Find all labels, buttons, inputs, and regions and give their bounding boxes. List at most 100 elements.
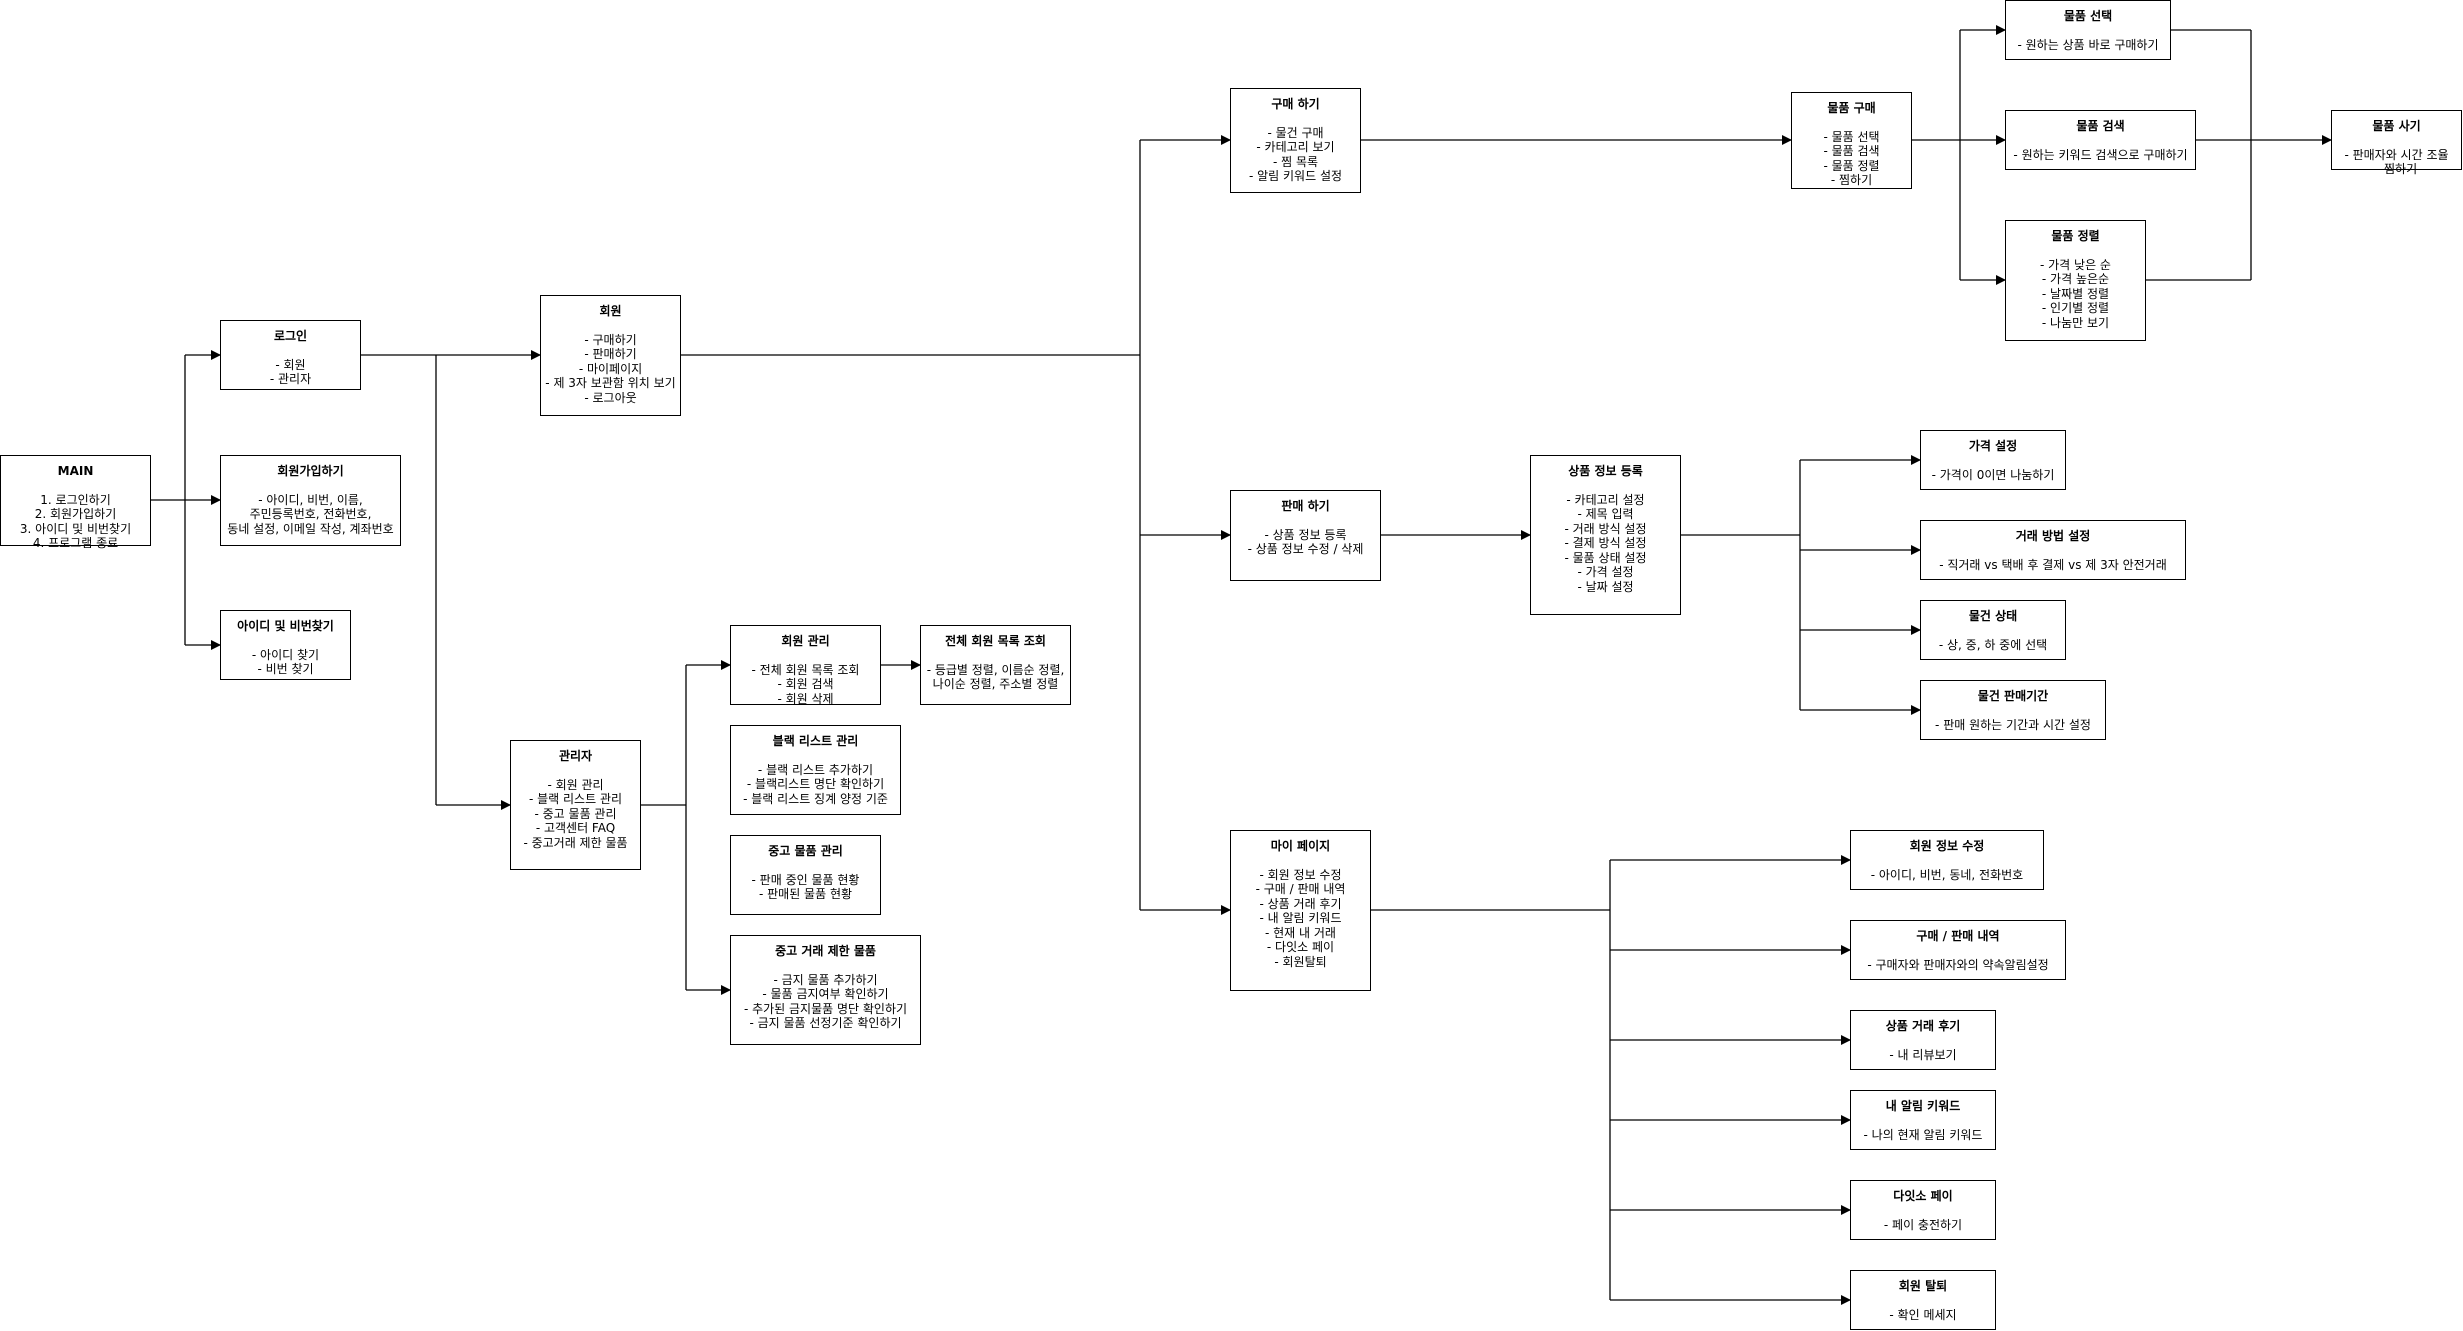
node-title: 관리자 bbox=[558, 749, 593, 763]
node-title: 중고 물품 관리 bbox=[768, 844, 843, 858]
node-line: - 제 3자 보관함 위치 보기 bbox=[545, 376, 676, 390]
node-title: 회원 bbox=[599, 304, 622, 318]
node-title: 구매 하기 bbox=[1271, 97, 1320, 111]
node-line: - 블랙리스트 명단 확인하기 bbox=[746, 777, 885, 791]
node-body: - 구매하기- 판매하기- 마이페이지- 제 3자 보관함 위치 보기- 로그아… bbox=[545, 333, 676, 406]
node-line: - 고객센터 FAQ bbox=[535, 821, 616, 835]
node-line: - 구매자와 판매자와의 약속알림설정 bbox=[1867, 957, 2049, 972]
node-body: - 회원 관리- 블랙 리스트 관리- 중고 물품 관리- 고객센터 FAQ- … bbox=[515, 778, 636, 851]
node-buy: 구매 하기 - 물건 구매- 카테고리 보기- 찜 목록- 알림 키워드 설정 bbox=[1230, 88, 1361, 193]
node-line: - 현재 내 거래 bbox=[1265, 925, 1336, 940]
node-body: - 판매자와 시간 조율- 찜하기 bbox=[2336, 148, 2457, 177]
node-line: 나이순 정렬, 주소별 정렬 bbox=[932, 677, 1059, 691]
node-title: 회원가입하기 bbox=[277, 464, 344, 478]
node-title: 판매 하기 bbox=[1281, 499, 1330, 513]
node-restricted-items: 중고 거래 제한 물품 - 금지 물품 추가하기- 물품 금지여부 확인하기- … bbox=[730, 935, 921, 1045]
node-line: - 비번 찾기 bbox=[257, 662, 314, 676]
node-line: - 회원탈퇴 bbox=[1274, 954, 1327, 969]
node-line: - 거래 방식 설정 bbox=[1564, 521, 1647, 536]
node-line: 1. 로그인하기 bbox=[40, 492, 111, 507]
node-line: - 마이페이지 bbox=[578, 361, 643, 376]
node-line: - 구매하기 bbox=[584, 332, 637, 347]
node-alert-keyword: 내 알림 키워드 - 나의 현재 알림 키워드 bbox=[1850, 1090, 1996, 1150]
node-title: 마이 페이지 bbox=[1270, 839, 1331, 853]
node-title: 구매 / 판매 내역 bbox=[1916, 929, 2000, 943]
node-purchase: 물품 구매 - 물품 선택- 물품 검색- 물품 정렬- 찜하기 bbox=[1791, 92, 1912, 189]
node-body: - 직거래 vs 택배 후 결제 vs 제 3자 안전거래 bbox=[1925, 558, 2181, 573]
node-line: - 블랙 리스트 추가하기 bbox=[757, 762, 874, 777]
node-signup: 회원가입하기 - 아이디, 비번, 이름,주민등록번호, 전화번호,동네 설정,… bbox=[220, 455, 401, 546]
node-line: - 금지 물품 추가하기 bbox=[773, 972, 878, 987]
node-line: - 구매 / 판매 내역 bbox=[1255, 882, 1346, 896]
node-body: - 물품 선택- 물품 검색- 물품 정렬- 찜하기 bbox=[1796, 130, 1907, 188]
node-body: - 회원 정보 수정- 구매 / 판매 내역- 상품 거래 후기- 내 알림 키… bbox=[1235, 868, 1366, 970]
node-title: MAIN bbox=[57, 464, 94, 478]
node-sale-period: 물건 판매기간 - 판매 원하는 기간과 시간 설정 bbox=[1920, 680, 2106, 740]
node-trade-review: 상품 거래 후기 - 내 리뷰보기 bbox=[1850, 1010, 1996, 1070]
node-price-setting: 가격 설정 - 가격이 0이면 나눔하기 bbox=[1920, 430, 2066, 490]
node-line: - 직거래 vs 택배 후 결제 vs 제 3자 안전거래 bbox=[1939, 557, 2167, 572]
node-body: - 전체 회원 목록 조회- 회원 검색- 회원 삭제 bbox=[735, 663, 876, 707]
node-title: 가격 설정 bbox=[1968, 439, 2018, 453]
node-line: - 페이 충전하기 bbox=[1883, 1217, 1963, 1232]
node-line: - 판매자와 시간 조율 bbox=[2344, 147, 2449, 162]
node-line: - 알림 키워드 설정 bbox=[1248, 169, 1343, 183]
node-body: - 카테고리 설정- 제목 입력- 거래 방식 설정- 결제 방식 설정- 물품… bbox=[1535, 493, 1676, 595]
node-line: - 물품 선택 bbox=[1823, 129, 1880, 144]
node-item-search: 물품 검색 - 원하는 키워드 검색으로 구매하기 bbox=[2005, 110, 2196, 170]
node-line: - 카테고리 설정 bbox=[1566, 492, 1645, 507]
node-line: 3. 아이디 및 비번찾기 bbox=[19, 521, 132, 536]
node-body: - 아이디, 비번, 이름,주민등록번호, 전화번호,동네 설정, 이메일 작성… bbox=[225, 493, 396, 537]
node-line: - 아이디, 비번, 이름, bbox=[258, 492, 363, 507]
node-line: - 아이디, 비번, 동네, 전화번호 bbox=[1870, 867, 2024, 882]
node-line: - 아이디 찾기 bbox=[251, 647, 320, 662]
node-product-registration: 상품 정보 등록 - 카테고리 설정- 제목 입력- 거래 방식 설정- 결제 … bbox=[1530, 455, 1681, 615]
node-line: - 가격 낮은 순 bbox=[2040, 257, 2111, 272]
node-body: - 상, 중, 하 중에 선택 bbox=[1925, 638, 2061, 653]
node-body: - 회원- 관리자 bbox=[225, 358, 356, 387]
node-line: - 상품 정보 수정 / 삭제 bbox=[1247, 542, 1364, 556]
node-body: - 상품 정보 등록- 상품 정보 수정 / 삭제 bbox=[1235, 528, 1376, 557]
node-used-goods-management: 중고 물품 관리 - 판매 중인 물품 현황- 판매된 물품 현황 bbox=[730, 835, 881, 915]
node-title: 회원 관리 bbox=[781, 634, 830, 648]
node-body: - 원하는 상품 바로 구매하기 bbox=[2010, 38, 2166, 53]
node-title: 거래 방법 설정 bbox=[2015, 529, 2091, 543]
node-title: 전체 회원 목록 조회 bbox=[945, 634, 1046, 648]
node-line: - 물건 구매 bbox=[1267, 125, 1324, 140]
node-line: - 회원 검색 bbox=[777, 677, 834, 691]
node-withdraw: 회원 탈퇴 - 확인 메세지 bbox=[1850, 1270, 1996, 1330]
node-body: - 내 리뷰보기 bbox=[1855, 1048, 1991, 1063]
node-member-management: 회원 관리 - 전체 회원 목록 조회- 회원 검색- 회원 삭제 bbox=[730, 625, 881, 707]
node-line: - 블랙 리스트 관리 bbox=[528, 792, 623, 806]
node-line: - 판매하기 bbox=[584, 347, 637, 361]
node-title: 물건 상태 bbox=[1968, 609, 2018, 623]
node-line: - 회원 bbox=[275, 357, 306, 372]
node-login: 로그인 - 회원- 관리자 bbox=[220, 320, 361, 390]
node-title: 상품 거래 후기 bbox=[1885, 1019, 1961, 1033]
node-line: - 가격 설정 bbox=[1577, 565, 1634, 579]
node-line: - 추가된 금지물품 명단 확인하기 bbox=[743, 1001, 908, 1016]
node-body: - 금지 물품 추가하기- 물품 금지여부 확인하기- 추가된 금지물품 명단 … bbox=[735, 973, 916, 1031]
node-line: - 인기별 정렬 bbox=[2041, 301, 2110, 315]
node-line: - 제목 입력 bbox=[1577, 507, 1634, 521]
node-admin: 관리자 - 회원 관리- 블랙 리스트 관리- 중고 물품 관리- 고객센터 F… bbox=[510, 740, 641, 870]
node-item-condition: 물건 상태 - 상, 중, 하 중에 선택 bbox=[1920, 600, 2066, 660]
node-line: - 중고 물품 관리 bbox=[534, 806, 617, 821]
node-body: - 블랙 리스트 추가하기- 블랙리스트 명단 확인하기- 블랙 리스트 징계 … bbox=[735, 763, 896, 807]
node-body: - 나의 현재 알림 키워드 bbox=[1855, 1128, 1991, 1143]
node-body: - 물건 구매- 카테고리 보기- 찜 목록- 알림 키워드 설정 bbox=[1235, 126, 1356, 184]
node-line: - 전체 회원 목록 조회 bbox=[751, 662, 860, 677]
node-line: - 원하는 상품 바로 구매하기 bbox=[2017, 37, 2159, 52]
node-body: - 원하는 키워드 검색으로 구매하기 bbox=[2010, 148, 2191, 163]
node-line: - 찜하기 bbox=[2375, 162, 2418, 176]
node-member: 회원 - 구매하기- 판매하기- 마이페이지- 제 3자 보관함 위치 보기- … bbox=[540, 295, 681, 416]
node-body: - 아이디 찾기- 비번 찾기 bbox=[225, 648, 346, 677]
node-member-list: 전체 회원 목록 조회 - 등급별 정렬, 이름순 정렬,나이순 정렬, 주소별… bbox=[920, 625, 1071, 705]
node-title: 물품 검색 bbox=[2076, 119, 2125, 133]
node-line: - 판매 원하는 기간과 시간 설정 bbox=[1935, 717, 2091, 732]
node-line: - 나눔만 보기 bbox=[2041, 315, 2110, 330]
node-line: - 관리자 bbox=[269, 372, 312, 386]
node-line: 동네 설정, 이메일 작성, 계좌번호 bbox=[227, 521, 394, 536]
